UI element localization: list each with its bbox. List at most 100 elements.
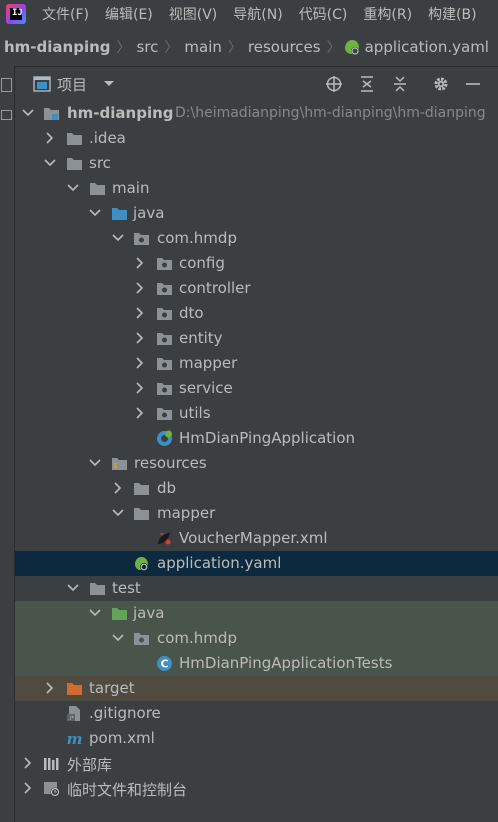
tree-node-pom[interactable]: m pom.xml bbox=[15, 726, 498, 751]
menu-code[interactable]: 代码(C) bbox=[298, 7, 348, 23]
package-icon bbox=[157, 258, 172, 270]
chevron-right-icon: 〉 bbox=[227, 40, 242, 56]
tree-node-voucher-xml[interactable]: VoucherMapper.xml bbox=[15, 526, 498, 551]
chevron-right-icon[interactable] bbox=[21, 756, 35, 770]
menu-navigate[interactable]: 导航(N) bbox=[233, 7, 283, 23]
tree-node-test-java[interactable]: java bbox=[15, 601, 498, 626]
resources-folder-icon bbox=[112, 458, 127, 470]
tree-node-config[interactable]: config bbox=[15, 251, 498, 276]
module-folder-icon bbox=[44, 108, 59, 120]
test-source-folder-icon bbox=[112, 608, 127, 620]
locate-target-icon[interactable] bbox=[325, 75, 343, 93]
tree-label: com.hmdp bbox=[157, 229, 237, 247]
chevron-right-icon[interactable] bbox=[133, 406, 147, 420]
chevron-down-icon[interactable] bbox=[111, 506, 125, 520]
tree-node-app-class[interactable]: HmDianPingApplication bbox=[15, 426, 498, 451]
menu-bar: IJ 文件(F) 编辑(E) 视图(V) 导航(N) 代码(C) 重构(R) 构… bbox=[0, 0, 498, 28]
tree-node-scratches[interactable]: 临时文件和控制台 bbox=[15, 776, 498, 801]
chevron-down-icon[interactable] bbox=[66, 581, 80, 595]
chevron-down-icon[interactable] bbox=[88, 206, 102, 220]
chevron-right-icon[interactable] bbox=[111, 481, 125, 495]
breadcrumb-application-yaml[interactable]: application.yaml bbox=[364, 38, 489, 56]
tree-label: 临时文件和控制台 bbox=[67, 781, 188, 799]
tree-node-db[interactable]: db bbox=[15, 476, 498, 501]
hide-panel-icon[interactable] bbox=[464, 75, 482, 93]
chevron-down-icon[interactable] bbox=[43, 156, 57, 170]
chevron-right-icon: 〉 bbox=[326, 40, 341, 56]
tree-node-test-package[interactable]: com.hmdp bbox=[15, 626, 498, 651]
tree-node-src[interactable]: src bbox=[15, 151, 498, 176]
tree-label: utils bbox=[179, 404, 211, 422]
tree-node-main[interactable]: main bbox=[15, 176, 498, 201]
chevron-down-icon[interactable] bbox=[66, 181, 80, 195]
chevron-down-icon[interactable] bbox=[111, 231, 125, 245]
breadcrumb-src[interactable]: src bbox=[136, 38, 159, 56]
tree-node-test-class[interactable]: C HmDianPingApplicationTests bbox=[15, 651, 498, 676]
tree-label: .idea bbox=[89, 129, 126, 147]
svg-text:m: m bbox=[67, 730, 83, 747]
tree-node-gitignore[interactable]: .i* .gitignore bbox=[15, 701, 498, 726]
tree-label: VoucherMapper.xml bbox=[179, 529, 328, 547]
breadcrumb-main[interactable]: main bbox=[184, 38, 222, 56]
chevron-right-icon: 〉 bbox=[116, 40, 131, 56]
chevron-right-icon[interactable] bbox=[43, 131, 57, 145]
menu-refactor[interactable]: 重构(R) bbox=[363, 7, 413, 23]
chevron-right-icon[interactable] bbox=[21, 781, 35, 795]
chevron-right-icon[interactable] bbox=[43, 681, 57, 695]
tree-node-dto[interactable]: dto bbox=[15, 301, 498, 326]
chevron-right-icon[interactable] bbox=[133, 256, 147, 270]
tree-label: java bbox=[133, 604, 165, 622]
chevron-down-icon[interactable] bbox=[88, 606, 102, 620]
tree-node-controller[interactable]: controller bbox=[15, 276, 498, 301]
tree-node-service[interactable]: service bbox=[15, 376, 498, 401]
gear-icon[interactable] bbox=[432, 75, 450, 93]
breadcrumb-resources[interactable]: resources bbox=[247, 38, 321, 56]
chevron-right-icon[interactable] bbox=[133, 356, 147, 370]
project-panel-header: 项目 bbox=[15, 67, 498, 101]
chevron-right-icon[interactable] bbox=[133, 281, 147, 295]
spring-yaml-icon bbox=[135, 557, 148, 571]
menu-edit[interactable]: 编辑(E) bbox=[104, 7, 153, 23]
tree-node-target[interactable]: target bbox=[15, 676, 498, 701]
menu-view[interactable]: 视图(V) bbox=[168, 7, 218, 23]
tree-node-resources-mapper[interactable]: mapper bbox=[15, 501, 498, 526]
tree-node-external-libraries[interactable]: 外部库 bbox=[15, 751, 498, 776]
expand-all-icon[interactable] bbox=[358, 75, 376, 93]
excluded-folder-icon bbox=[67, 683, 82, 695]
panel-title[interactable]: 项目 bbox=[57, 75, 88, 94]
tree-node-idea[interactable]: .idea bbox=[15, 126, 498, 151]
chevron-right-icon[interactable] bbox=[133, 306, 147, 320]
tree-label: controller bbox=[179, 279, 251, 297]
tree-node-entity[interactable]: entity bbox=[15, 326, 498, 351]
chevron-down-icon[interactable] bbox=[88, 456, 102, 470]
tree-node-root[interactable]: hm-dianping D:\heimadianping\hm-dianping… bbox=[15, 101, 498, 126]
tree-label: HmDianPingApplicationTests bbox=[179, 654, 393, 672]
project-tool-tab-icon[interactable] bbox=[1, 78, 12, 92]
tree-node-package[interactable]: com.hmdp bbox=[15, 226, 498, 251]
structure-tool-tab-icon[interactable] bbox=[1, 110, 12, 120]
tree-label: com.hmdp bbox=[157, 629, 237, 647]
tree-node-test[interactable]: test bbox=[15, 576, 498, 601]
chevron-down-icon[interactable] bbox=[21, 106, 35, 120]
collapse-all-icon[interactable] bbox=[391, 75, 409, 93]
chevron-down-icon[interactable] bbox=[111, 631, 125, 645]
mybatis-xml-icon bbox=[158, 532, 171, 545]
tree-node-resources[interactable]: resources bbox=[15, 451, 498, 476]
intellij-logo-icon[interactable]: IJ bbox=[6, 4, 26, 24]
tree-label: test bbox=[112, 579, 141, 597]
folder-icon bbox=[67, 158, 82, 170]
breadcrumb-project[interactable]: hm-dianping bbox=[4, 38, 111, 56]
folder-icon bbox=[90, 583, 105, 595]
tree-node-application-yaml[interactable]: application.yaml bbox=[15, 551, 498, 576]
chevron-right-icon[interactable] bbox=[133, 331, 147, 345]
tree-node-java[interactable]: java bbox=[15, 201, 498, 226]
tree-node-utils[interactable]: utils bbox=[15, 401, 498, 426]
chevron-right-icon[interactable] bbox=[133, 381, 147, 395]
chevron-down-icon[interactable] bbox=[103, 80, 115, 88]
menu-file[interactable]: 文件(F) bbox=[42, 7, 89, 23]
tree-label: mapper bbox=[157, 504, 216, 522]
package-icon bbox=[134, 633, 149, 645]
menu-build[interactable]: 构建(B) bbox=[428, 7, 477, 23]
tree-node-mapper[interactable]: mapper bbox=[15, 351, 498, 376]
tree-label: target bbox=[89, 679, 135, 697]
